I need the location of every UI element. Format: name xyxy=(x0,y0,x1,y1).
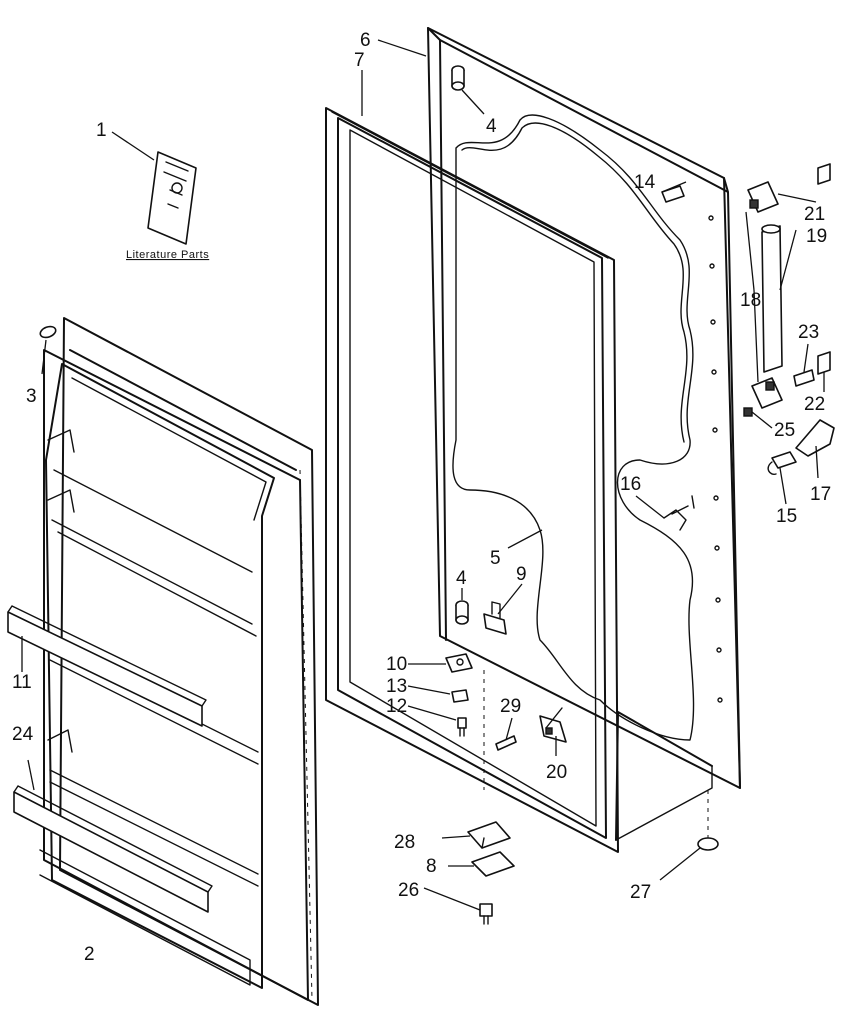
handle-bracket-18-top xyxy=(747,181,779,213)
callout-28: 28 xyxy=(394,832,415,853)
callout-16: 16 xyxy=(620,474,641,495)
key-17 xyxy=(795,419,835,457)
callout-29: 29 xyxy=(500,696,521,717)
handle-tube-19 xyxy=(761,224,783,373)
callout-8: 8 xyxy=(426,856,437,877)
clip-16 xyxy=(663,495,695,531)
literature-parts-label: Literature Parts xyxy=(126,249,209,261)
callout-7: 7 xyxy=(354,50,365,71)
hinge-20 xyxy=(539,707,567,743)
screw-26 xyxy=(479,903,493,925)
callout-25: 25 xyxy=(774,420,795,441)
callout-5: 5 xyxy=(490,548,501,569)
bushing-4-lower xyxy=(455,600,469,625)
leader-lines xyxy=(21,39,825,911)
callout-12: 12 xyxy=(386,696,407,717)
callout-10: 10 xyxy=(386,654,407,675)
hinge-hardware xyxy=(445,653,485,790)
callout-14: 14 xyxy=(634,172,656,193)
handle-cap-22 xyxy=(817,351,831,375)
callout-18: 18 xyxy=(740,290,761,311)
callout-20: 20 xyxy=(546,762,567,783)
callout-9: 9 xyxy=(516,564,527,585)
heater-wire xyxy=(452,114,695,741)
screw-29 xyxy=(495,735,517,751)
callout-13: 13 xyxy=(386,676,407,697)
callout-4b: 4 xyxy=(456,568,467,589)
outer-door-panel xyxy=(427,27,741,841)
callout-4a: 4 xyxy=(486,116,497,137)
callout-21: 21 xyxy=(804,204,825,225)
door-plug-3 xyxy=(39,325,57,339)
handle-bracket-18-bottom xyxy=(751,377,783,409)
door-gasket xyxy=(325,107,619,853)
plug-25 xyxy=(743,407,753,417)
callout-26: 26 xyxy=(398,880,419,901)
foot-27 xyxy=(697,790,719,851)
callout-22: 22 xyxy=(804,394,825,415)
callout-15: 15 xyxy=(776,506,797,527)
callout-11: 11 xyxy=(12,672,32,693)
literature-booklet xyxy=(147,151,197,245)
callout-17: 17 xyxy=(810,484,831,505)
callout-2: 2 xyxy=(84,944,95,965)
hinge-pin-8 xyxy=(471,851,515,877)
screw-23 xyxy=(793,369,815,387)
clip-14 xyxy=(661,185,685,203)
callout-6: 6 xyxy=(360,30,371,51)
callout-19: 19 xyxy=(806,226,827,247)
door-liner xyxy=(7,317,319,1006)
bushing-4-upper xyxy=(451,65,465,91)
bracket-9 xyxy=(483,601,507,635)
callout-3: 3 xyxy=(26,386,37,407)
callout-23: 23 xyxy=(798,322,819,343)
callout-24: 24 xyxy=(12,724,34,745)
handle-cap-21 xyxy=(817,163,831,185)
edge-holes xyxy=(708,215,723,703)
hinge-block-28 xyxy=(467,821,511,849)
callout-27: 27 xyxy=(630,882,651,903)
callout-1: 1 xyxy=(96,120,107,141)
lock-15 xyxy=(767,451,797,475)
